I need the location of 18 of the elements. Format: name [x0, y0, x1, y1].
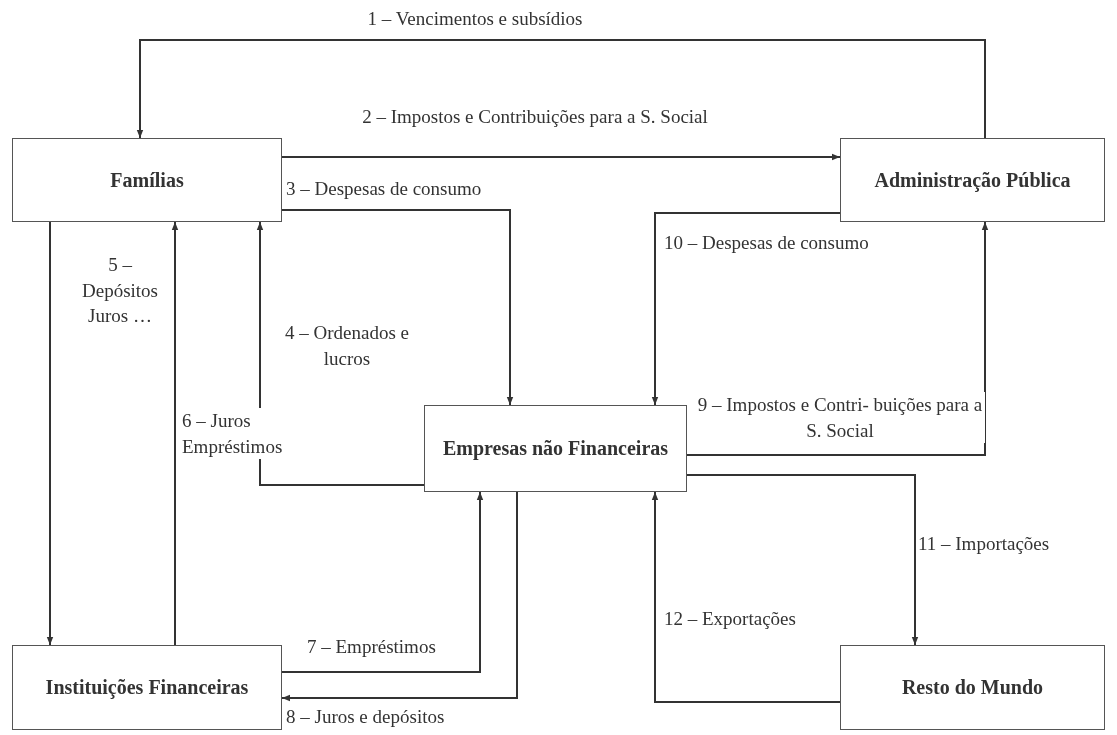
arrow	[686, 474, 919, 646]
arrow	[46, 221, 54, 646]
arrow	[281, 153, 841, 161]
arrow	[256, 221, 425, 486]
arrow	[651, 212, 841, 406]
entity-box: Empresas não Financeiras	[424, 405, 687, 492]
arrow	[281, 209, 514, 406]
arrow	[171, 221, 179, 646]
entity-box: Administração Pública	[840, 138, 1105, 222]
entity-box: Instituições Financeiras	[12, 645, 282, 730]
entity-box: Resto do Mundo	[840, 645, 1105, 730]
arrow	[651, 491, 841, 703]
arrow	[136, 39, 986, 139]
arrow	[686, 221, 989, 456]
entity-box: Famílias	[12, 138, 282, 222]
edge-label: 9 – Impostos e Contri- buições para a S. Social	[695, 392, 985, 444]
arrow	[281, 491, 484, 673]
arrow	[281, 491, 518, 702]
